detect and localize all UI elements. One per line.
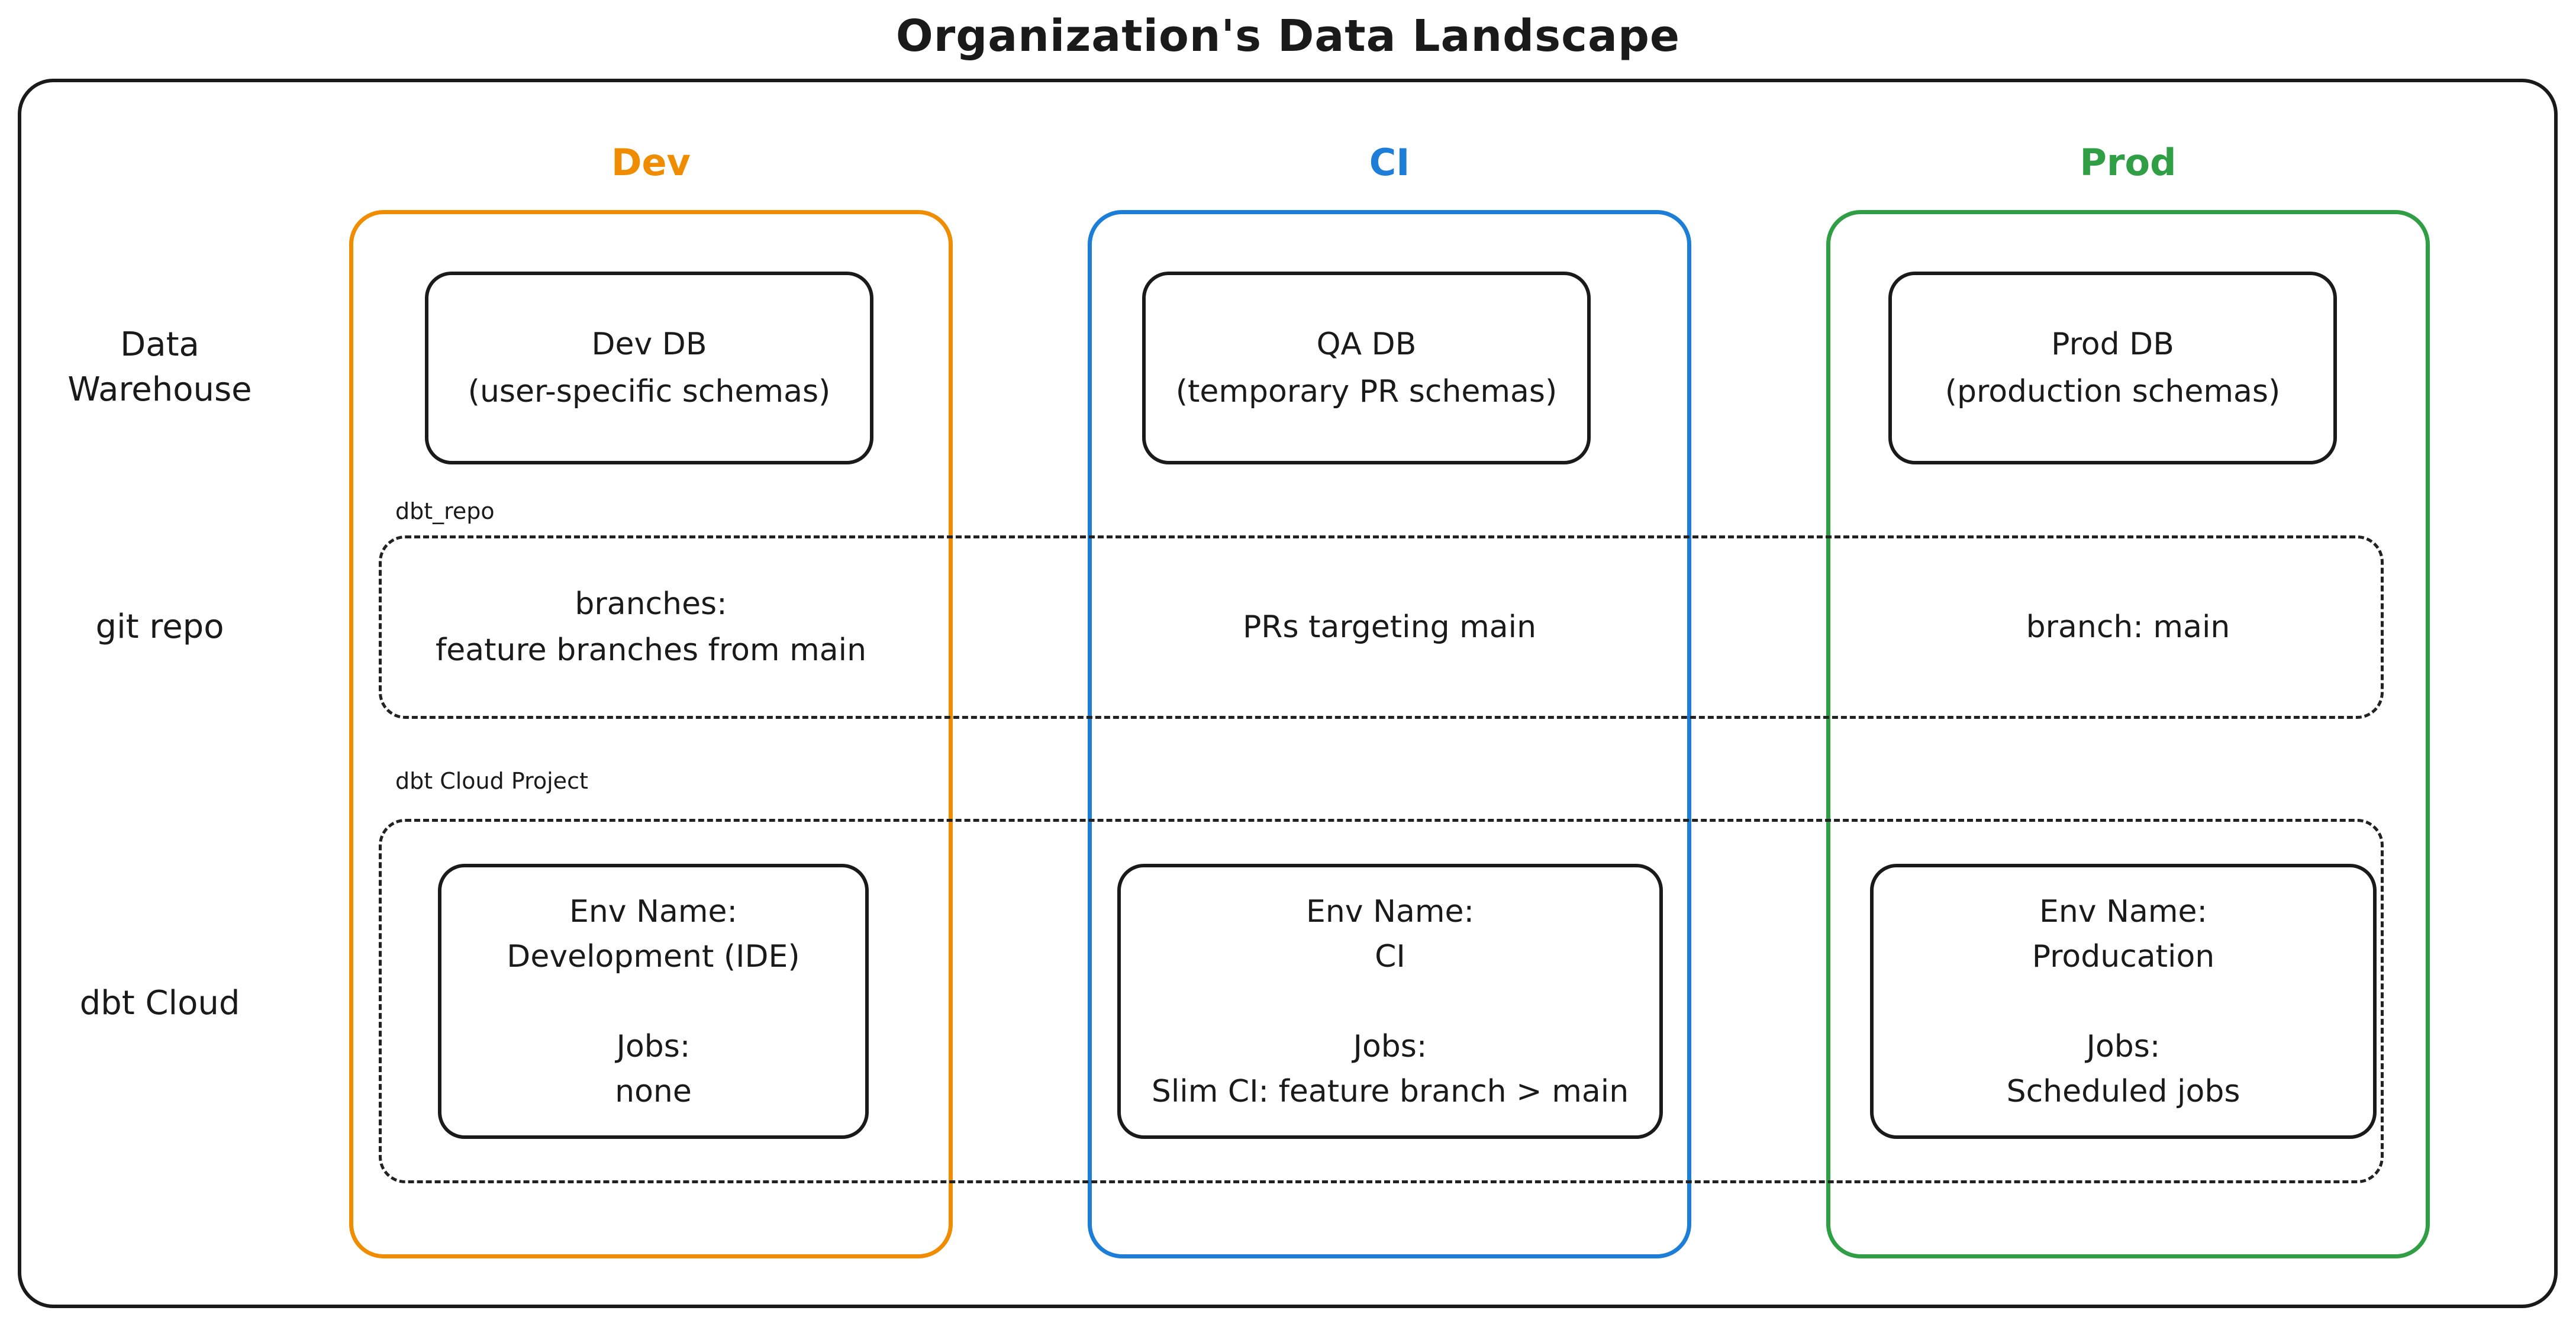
git-repo-dashed-box bbox=[379, 535, 2384, 719]
prod-git-cell: branch: main bbox=[1826, 535, 2430, 719]
column-header-prod: Prod bbox=[2080, 141, 2177, 184]
prod-db-title: Prod DB bbox=[2051, 327, 2174, 362]
ci-env-name: CI bbox=[1375, 938, 1405, 974]
row-label-dbt-cloud: dbt Cloud bbox=[79, 984, 240, 1022]
ci-env-label: Env Name: bbox=[1305, 893, 1475, 929]
dev-git-cell: branches: feature branches from main bbox=[349, 535, 953, 719]
prod-db-subtitle: (production schemas) bbox=[1945, 374, 2281, 409]
dev-db-title: Dev DB bbox=[591, 327, 707, 362]
ci-column-box bbox=[1088, 210, 1691, 1258]
dev-git-line1: branches: bbox=[575, 586, 727, 622]
column-header-dev: Dev bbox=[611, 141, 691, 184]
prod-env-box: Env Name: Producation Jobs: Scheduled jo… bbox=[1870, 864, 2377, 1139]
dev-env-label: Env Name: bbox=[569, 893, 738, 929]
dev-env-name: Development (IDE) bbox=[507, 938, 800, 974]
prod-db-box: Prod DB (production schemas) bbox=[1888, 272, 2337, 464]
qa-db-subtitle: (temporary PR schemas) bbox=[1175, 374, 1558, 409]
qa-db-title: QA DB bbox=[1316, 327, 1417, 362]
dev-column-box bbox=[349, 210, 953, 1258]
dev-git-line2: feature branches from main bbox=[435, 632, 867, 668]
prod-jobs-value: Scheduled jobs bbox=[2006, 1073, 2240, 1109]
ci-jobs-value: Slim CI: feature branch > main bbox=[1151, 1073, 1629, 1109]
prod-column-box bbox=[1826, 210, 2430, 1258]
prod-git-line1: branch: main bbox=[2026, 609, 2230, 645]
dev-env-box: Env Name: Development (IDE) Jobs: none bbox=[438, 864, 869, 1139]
ci-env-box: Env Name: CI Jobs: Slim CI: feature bran… bbox=[1117, 864, 1663, 1139]
dev-jobs-value: none bbox=[615, 1073, 692, 1109]
dbt-repo-label: dbt_repo bbox=[395, 498, 495, 524]
ci-git-line1: PRs targeting main bbox=[1242, 609, 1537, 645]
row-label-data-warehouse: Data Warehouse bbox=[67, 325, 252, 409]
row-label-git-repo: git repo bbox=[95, 608, 224, 646]
diagram-title: Organization's Data Landscape bbox=[895, 11, 1681, 62]
dev-db-box: Dev DB (user-specific schemas) bbox=[425, 272, 873, 464]
dev-jobs-label: Jobs: bbox=[616, 1028, 691, 1064]
ci-jobs-label: Jobs: bbox=[1353, 1028, 1427, 1064]
column-header-ci: CI bbox=[1369, 141, 1410, 184]
outer-frame bbox=[18, 79, 2558, 1308]
prod-env-name: Producation bbox=[2032, 938, 2215, 974]
dev-db-subtitle: (user-specific schemas) bbox=[468, 374, 831, 409]
dbt-cloud-project-label: dbt Cloud Project bbox=[395, 768, 588, 794]
qa-db-box: QA DB (temporary PR schemas) bbox=[1142, 272, 1591, 464]
dbt-cloud-dashed-box bbox=[379, 819, 2384, 1183]
ci-git-cell: PRs targeting main bbox=[1088, 535, 1691, 719]
prod-jobs-label: Jobs: bbox=[2086, 1028, 2161, 1064]
prod-env-label: Env Name: bbox=[2039, 893, 2208, 929]
